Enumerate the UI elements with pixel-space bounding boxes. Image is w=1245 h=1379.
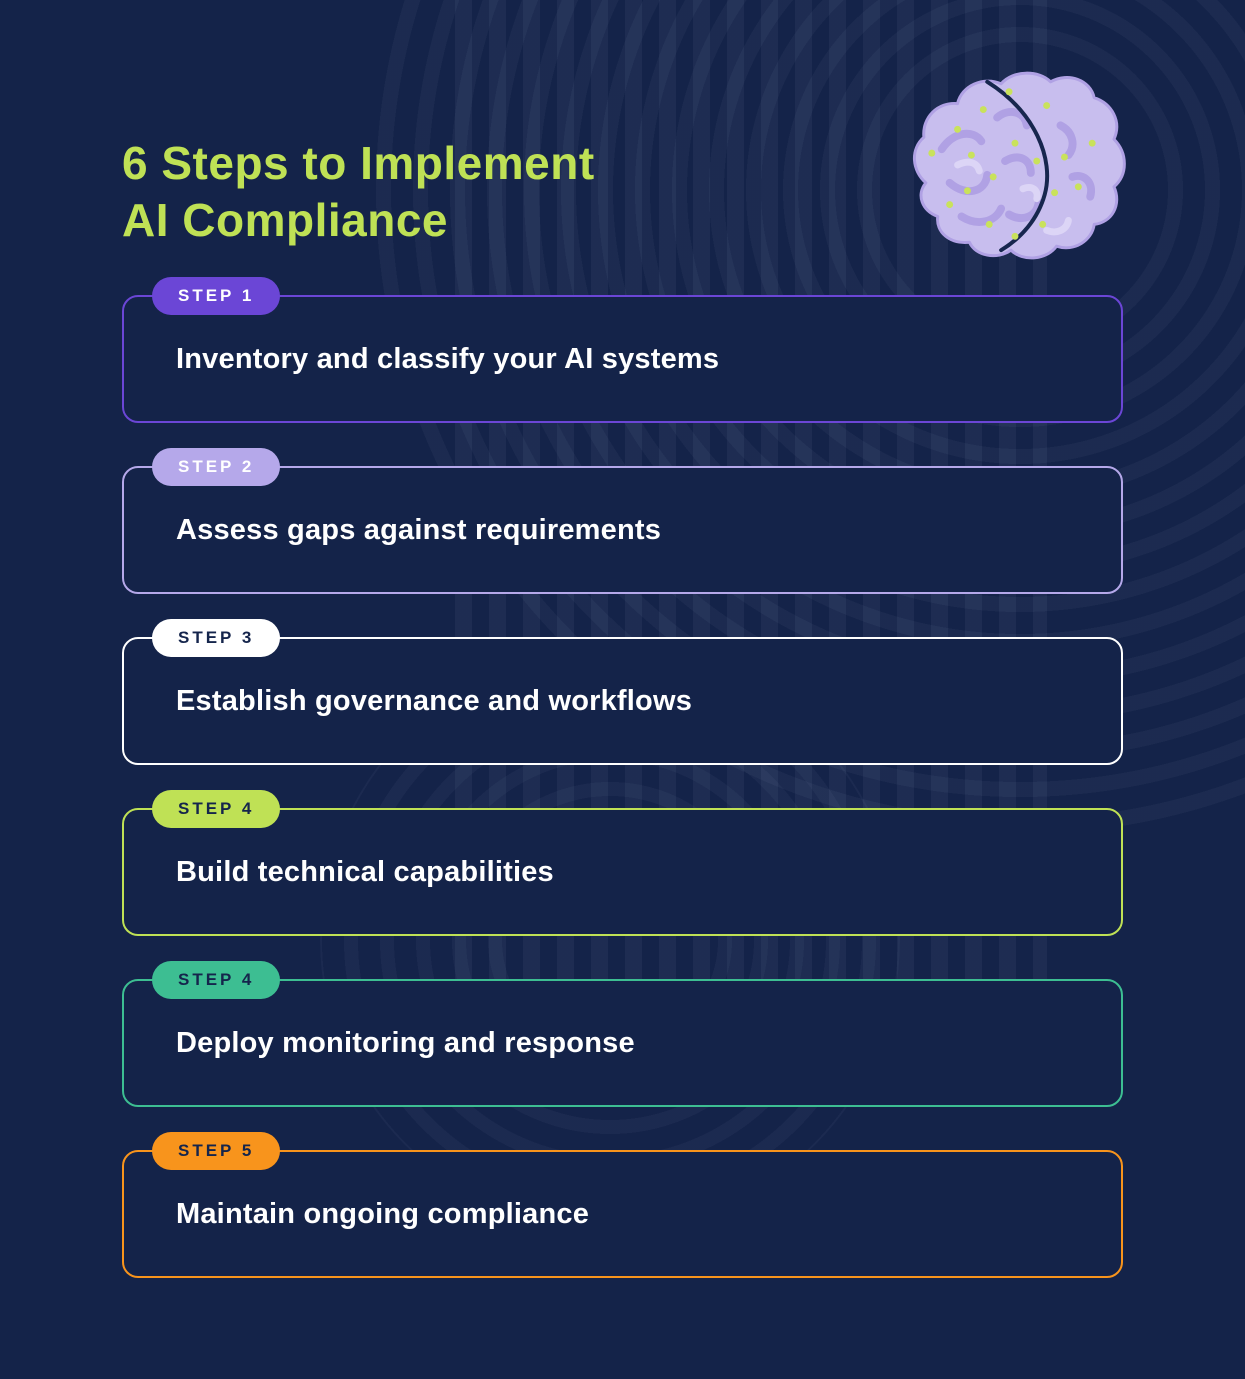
page-title-line2: AI Compliance [122, 193, 449, 246]
step-card: STEP 3 Establish governance and workflow… [122, 619, 1123, 765]
step-text: Assess gaps against requirements [176, 513, 662, 546]
step-text: Inventory and classify your AI systems [176, 342, 720, 375]
step-text: Build technical capabilities [176, 855, 554, 888]
step-card: STEP 5 Maintain ongoing compliance [122, 1132, 1123, 1278]
page-title: 6 Steps to Implement AI Compliance [122, 135, 595, 249]
step-card: STEP 1 Inventory and classify your AI sy… [122, 277, 1123, 423]
step-text: Maintain ongoing compliance [176, 1197, 590, 1230]
step-badge: STEP 2 [152, 448, 281, 486]
step-card: STEP 4 Deploy monitoring and response [122, 961, 1123, 1107]
step-badge: STEP 4 [152, 790, 281, 828]
step-badge: STEP 3 [152, 619, 281, 657]
page-title-line1: 6 Steps to Implement [122, 136, 595, 189]
steps-list: STEP 1 Inventory and classify your AI sy… [122, 277, 1123, 1321]
step-badge: STEP 1 [152, 277, 281, 315]
brain-icon [913, 71, 1126, 260]
step-card: STEP 4 Build technical capabilities [122, 790, 1123, 936]
step-badge: STEP 5 [152, 1132, 281, 1170]
step-text: Establish governance and workflows [176, 684, 693, 717]
step-text: Deploy monitoring and response [176, 1026, 635, 1059]
step-badge: STEP 4 [152, 961, 281, 999]
step-card: STEP 2 Assess gaps against requirements [122, 448, 1123, 594]
